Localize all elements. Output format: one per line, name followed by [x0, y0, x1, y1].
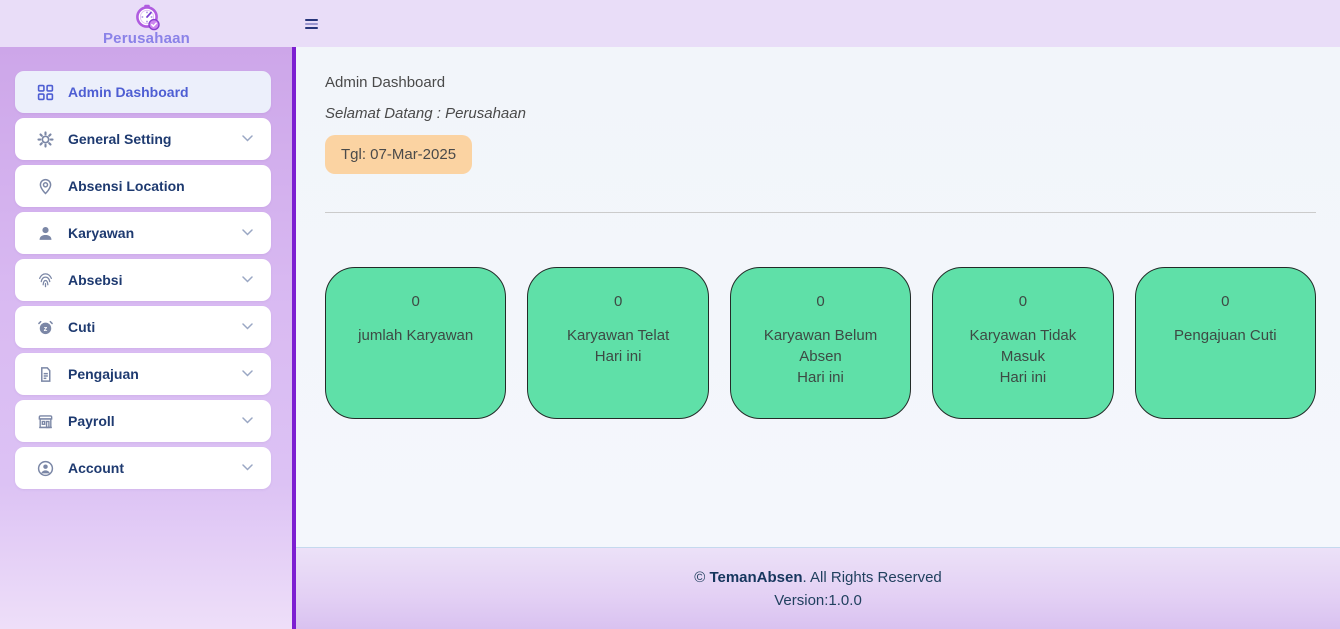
sidebar-item-general-setting[interactable]: General Setting [15, 118, 271, 160]
sidebar-item-payroll[interactable]: Payroll [15, 400, 271, 442]
stat-value: 0 [1018, 293, 1028, 310]
chevron-down-icon [242, 370, 253, 377]
sidebar-item-label: Account [68, 460, 124, 476]
bank-icon [37, 413, 54, 430]
stat-card-karyawan-telat: 0 Karyawan Telat Hari ini [527, 267, 709, 419]
alarm-snooze-icon: z [37, 319, 54, 336]
chevron-down-icon [242, 417, 253, 424]
fingerprint-icon [37, 272, 54, 289]
account-circle-icon [37, 460, 54, 477]
stat-value: 0 [411, 293, 420, 310]
copyright-line: © TemanAbsen. All Rights Reserved [694, 569, 942, 586]
sidebar-item-absensi-location[interactable]: Absensi Location [15, 165, 271, 207]
main-content: Admin Dashboard Selamat Datang : Perusah… [296, 47, 1340, 547]
sidebar-item-label: Absebsi [68, 272, 123, 288]
location-pin-icon [37, 178, 54, 195]
sidebar-item-label: Cuti [68, 319, 96, 335]
stat-value: 0 [816, 293, 825, 310]
chevron-down-icon [242, 229, 253, 236]
stat-card-karyawan-belum-absen: 0 Karyawan Belum Absen Hari ini [729, 267, 912, 419]
stat-label: Pengajuan Cuti [1174, 327, 1277, 344]
sidebar-item-label: Payroll [68, 413, 115, 429]
clock-check-logo-icon [132, 4, 162, 32]
stat-value: 0 [1221, 293, 1230, 310]
document-icon [37, 366, 54, 383]
page-title: Admin Dashboard [325, 74, 446, 91]
date-badge: Tgl: 07-Mar-2025 [325, 135, 473, 174]
main-column: Admin Dashboard Selamat Datang : Perusah… [296, 47, 1340, 629]
chevron-down-icon [242, 464, 253, 471]
sidebar-item-karyawan[interactable]: Karyawan [15, 212, 271, 254]
sidebar-item-label: Karyawan [68, 225, 135, 241]
stat-label: Karyawan Telat Hari ini [566, 327, 670, 365]
sidebar-item-label: General Setting [68, 131, 172, 147]
sidebar-item-cuti[interactable]: z Cuti [15, 306, 271, 348]
sidebar-item-label: Admin Dashboard [68, 84, 189, 100]
chevron-down-icon [242, 135, 253, 142]
stat-label: Karyawan Tidak Masuk Hari ini [969, 327, 1077, 386]
sidebar-item-pengajuan[interactable]: Pengajuan [15, 353, 271, 395]
body-row: Admin Dashboard General Setting [0, 47, 1340, 629]
sidebar-item-label: Absensi Location [68, 178, 185, 194]
stat-value: 0 [613, 293, 623, 310]
top-header: Perusahaan [0, 0, 1340, 47]
content-divider [325, 212, 1316, 213]
footer: © TemanAbsen. All Rights Reserved Versio… [296, 547, 1340, 629]
brand-logo: Perusahaan [0, 0, 293, 47]
chevron-down-icon [242, 276, 253, 283]
stat-label: jumlah Karyawan [358, 327, 474, 344]
menu-toggle-button[interactable] [305, 15, 325, 33]
svg-text:z: z [44, 323, 48, 332]
footer-brand: TemanAbsen [709, 569, 803, 586]
version-text: Version:1.0.0 [774, 592, 862, 609]
gear-icon [37, 130, 54, 148]
welcome-text: Selamat Datang : Perusahaan [325, 105, 526, 122]
stat-card-pengajuan-cuti: 0 Pengajuan Cuti [1134, 267, 1317, 419]
sidebar-item-admin-dashboard[interactable]: Admin Dashboard [15, 71, 271, 113]
sidebar-item-account[interactable]: Account [15, 447, 271, 489]
stat-card-karyawan-tidak-masuk: 0 Karyawan Tidak Masuk Hari ini [932, 267, 1114, 419]
stat-card-jumlah-karyawan: 0 jumlah Karyawan [325, 267, 507, 419]
grid-icon [37, 84, 54, 101]
sidebar: Admin Dashboard General Setting [0, 47, 296, 629]
chevron-down-icon [242, 323, 253, 330]
sidebar-item-label: Pengajuan [68, 366, 139, 382]
stat-label: Karyawan Belum Absen Hari ini [763, 327, 878, 386]
user-icon [37, 225, 54, 242]
sidebar-item-absebsi[interactable]: Absebsi [15, 259, 271, 301]
brand-name: Perusahaan [102, 30, 191, 47]
stat-cards-row: 0 jumlah Karyawan 0 Karyawan Telat Hari … [325, 267, 1317, 419]
